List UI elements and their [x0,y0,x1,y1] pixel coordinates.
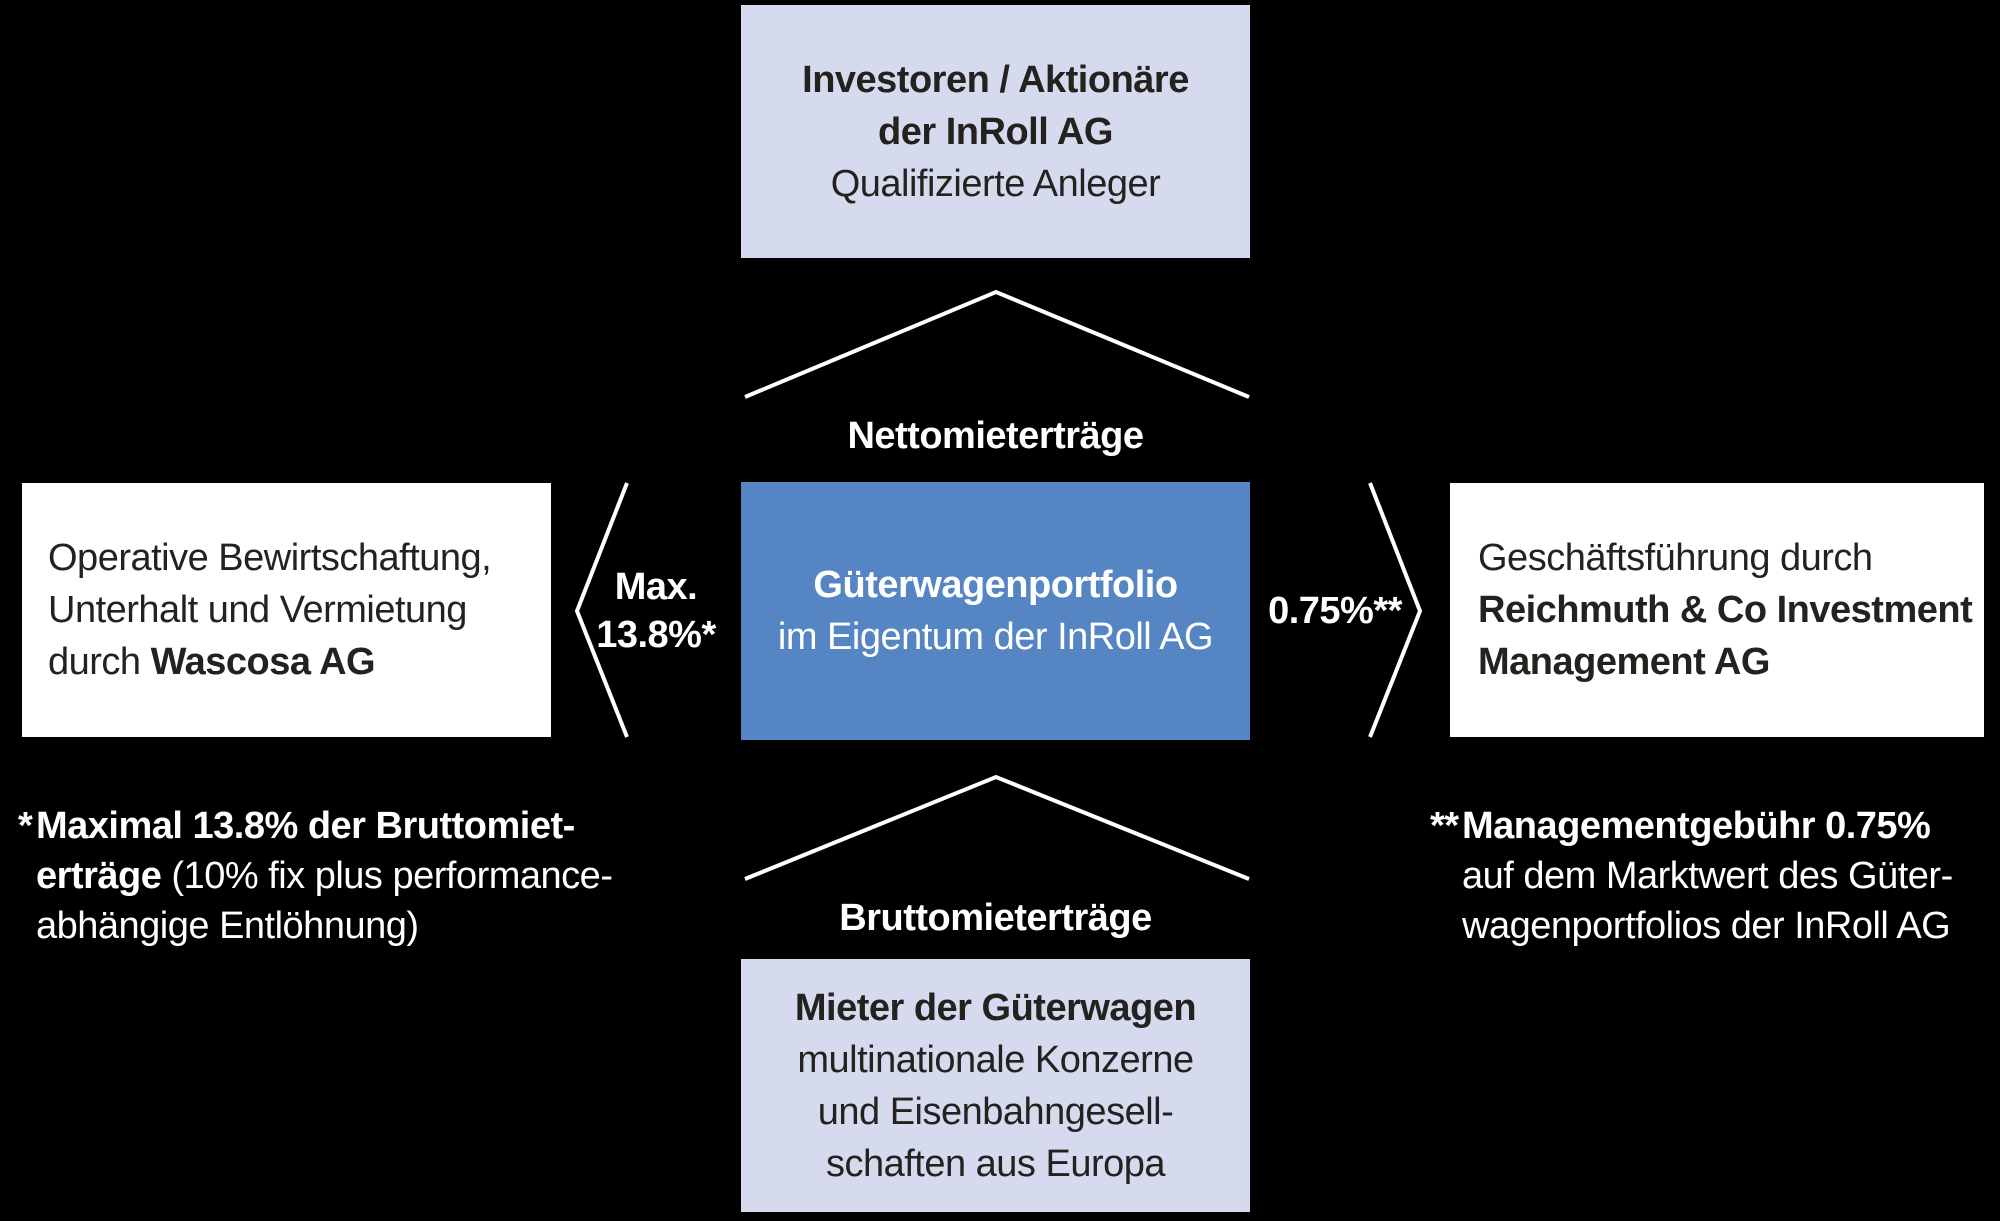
footnote-left-line3: abhängige Entlöhnung) [36,905,419,947]
investors-line2: der InRoll AG [878,110,1113,153]
footnote-left-line2-bold: erträge [36,855,162,897]
net-rent-chevron [744,289,1250,399]
footnote-left-line1: Maximal 13.8% der Bruttomiet- [36,805,575,847]
manager-box: Geschäftsführung durch Reichmuth & Co In… [1450,483,1984,737]
footnote-right: ** Managementgebühr 0.75% auf dem Marktw… [1430,801,1953,951]
operator-company-name: Wascosa AG [150,641,376,683]
operator-line3: durch Wascosa AG [48,636,376,688]
manager-line1: Geschäftsführung durch [1478,537,1873,579]
operator-fee-line1: Max. [614,566,698,608]
footnote-left: * Maximal 13.8% der Bruttomiet- erträge … [18,801,613,951]
management-fee-label: 0.75%** [1268,590,1402,632]
investors-box: Investoren / Aktionäre der InRoll AG Qua… [741,5,1250,258]
manager-line2: Reichmuth & Co Investment [1478,589,1973,631]
footnote-left-line2: erträge (10% fix plus performance- [36,851,613,901]
manager-line3: Management AG [1478,641,1770,683]
operator-fee-line2: 13.8%* [596,614,716,656]
footnote-right-marker: ** [1430,805,1459,847]
footnote-right-line3: wagenportfolios der InRoll AG [1462,905,1951,947]
footnote-right-body: ** Managementgebühr 0.75% auf dem Marktw… [1430,801,1953,951]
operator-line2: Unterhalt und Vermietung [48,589,467,631]
tenants-line1: Mieter der Güterwagen [794,986,1197,1029]
footnote-right-line1: Managementgebühr 0.75% [1462,805,1931,847]
gross-rent-chevron [744,774,1250,881]
portfolio-line1: Güterwagenportfolio [813,564,1178,606]
operator-line3-prefix: durch [48,641,151,683]
operator-line1: Operative Bewirtschaftung, [48,537,492,579]
portfolio-box: Güterwagenportfolio im Eigentum der InRo… [741,482,1250,740]
footnote-left-line2-rest: (10% fix plus performance- [161,855,613,897]
tenants-line2: multinationale Konzerne [797,1038,1194,1081]
tenants-line4: schaften aus Europa [825,1142,1166,1185]
operator-fee-label: Max. 13.8%* [569,563,743,659]
investors-line1: Investoren / Aktionäre [802,58,1189,101]
operator-box: Operative Bewirtschaftung, Unterhalt und… [22,483,551,737]
footnote-left-marker: * [18,805,33,847]
tenants-line3: und Eisenbahngesell- [817,1090,1174,1133]
net-rent-label: Nettomieterträge [847,415,1144,457]
portfolio-line2: im Eigentum der InRoll AG [777,616,1214,658]
tenants-box: Mieter der Güterwagen multinationale Kon… [741,959,1250,1212]
gross-rent-label: Bruttomieterträge [839,897,1152,939]
investors-line3: Qualifizierte Anleger [830,162,1161,205]
footnote-right-line2: auf dem Marktwert des Güter- [1462,855,1953,897]
footnote-left-body: * Maximal 13.8% der Bruttomiet- erträge … [18,801,613,951]
